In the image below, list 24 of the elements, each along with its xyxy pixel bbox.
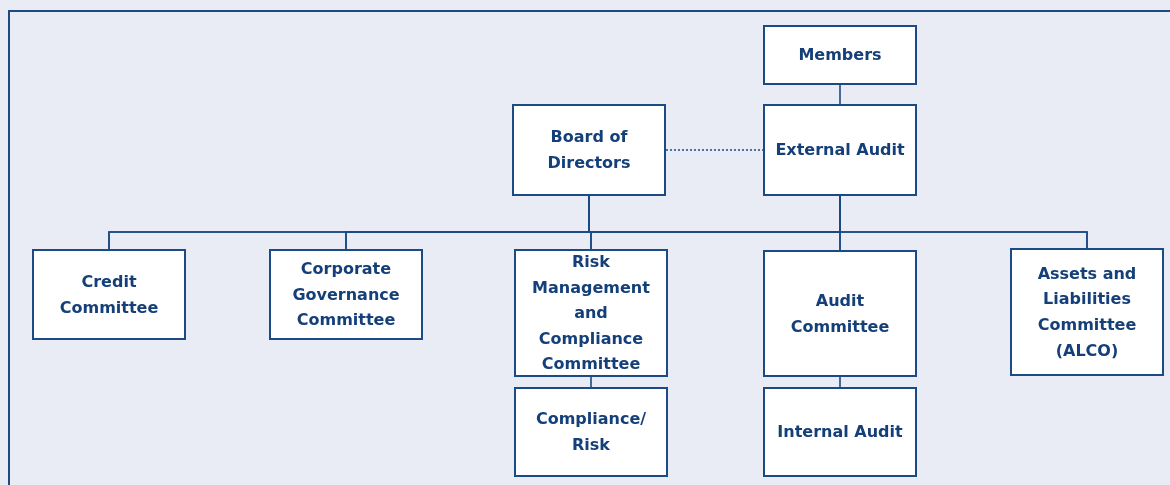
unit-name: Internal Audit [777,421,903,444]
unit-name: Members [798,44,882,67]
unit-name: Assets and Liabilities Committee (ALCO) [1036,262,1138,362]
unit-name: Compliance/ Risk [534,408,648,456]
unit-name: Corporate Governance Committee [291,258,401,332]
unit-name: Credit Committee [58,270,160,319]
org-box [763,25,917,85]
org-box [269,249,423,340]
unit-name: External Audit [775,139,905,162]
org-box [514,387,668,477]
org-box [763,250,917,377]
org-box [514,249,668,377]
connector-line [590,376,592,388]
unit-name: Board of Directors [546,126,632,174]
connector-line [839,195,1088,249]
org-box [32,249,186,340]
connector-line [839,376,841,388]
unit-name: Risk Management and Compliance Committee [531,251,651,376]
connector-line [839,84,841,105]
org-box [763,387,917,477]
org-box [512,104,666,196]
org-box [1010,248,1164,376]
unit-name: Audit Committee [789,289,891,338]
org-box [763,104,917,196]
